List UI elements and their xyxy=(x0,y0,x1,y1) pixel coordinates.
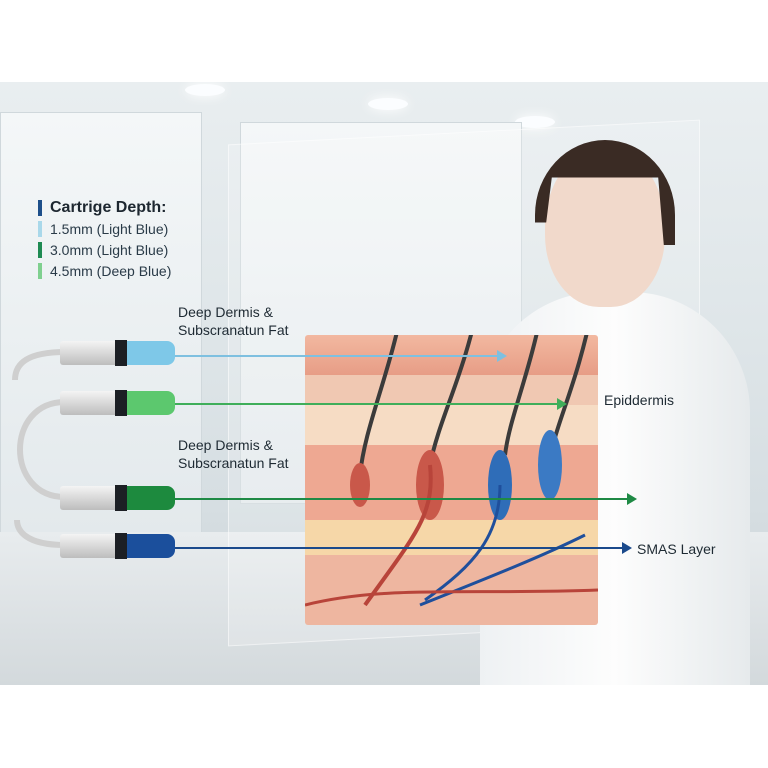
depth-arrow-1 xyxy=(175,350,507,362)
cartridge-tip xyxy=(127,486,175,510)
cartridge-cables xyxy=(12,349,66,548)
label-line: Subscranatun Fat xyxy=(178,455,289,471)
epidermis-label: Epiddermis xyxy=(604,392,675,408)
cartridge-1-5mm xyxy=(60,340,175,366)
smas-label: SMAS Layer xyxy=(637,541,716,557)
cartridge-tip xyxy=(127,341,175,365)
legend-title: Cartrige Depth: xyxy=(50,198,167,216)
upper-depth-label: Deep Dermis & Subscranatun Fat xyxy=(178,303,289,339)
legend-item: 3.0mm (Light Blue) xyxy=(50,241,169,258)
lower-depth-label: Deep Dermis & Subscranatun Fat xyxy=(178,436,289,472)
depth-arrow-4 xyxy=(175,542,632,554)
cartridge-deep xyxy=(60,533,175,559)
legend-item: 1.5mm (Light Blue) xyxy=(50,220,169,237)
label-line: Deep Dermis & xyxy=(178,304,273,320)
legend-swatch xyxy=(38,220,42,237)
lab-background xyxy=(0,82,768,685)
cartridge-4-5mm xyxy=(60,485,175,511)
depth-arrow-3 xyxy=(175,493,637,505)
legend-swatch xyxy=(38,262,42,279)
ceiling-light xyxy=(368,98,408,110)
label-line: Deep Dermis & xyxy=(178,437,273,453)
legend-swatch xyxy=(38,241,42,258)
cartridge-3-0mm xyxy=(60,390,175,416)
skin-cross-section xyxy=(305,335,598,625)
label-line: Subscranatun Fat xyxy=(178,322,289,338)
depth-arrow-2 xyxy=(175,398,567,410)
window xyxy=(0,112,202,534)
cartridge-legend: Cartrige Depth: 1.5mm (Light Blue) 3.0mm… xyxy=(38,197,171,281)
ceiling-light xyxy=(515,116,555,128)
legend-title-marker xyxy=(38,199,42,216)
fat-layer xyxy=(305,520,598,555)
cartridge-tip xyxy=(127,534,175,558)
ceiling-light xyxy=(185,84,225,96)
legend-item: 4.5mm (Deep Blue) xyxy=(50,262,172,279)
cartridge-tip xyxy=(127,391,175,415)
hair-and-vessels xyxy=(305,335,598,607)
